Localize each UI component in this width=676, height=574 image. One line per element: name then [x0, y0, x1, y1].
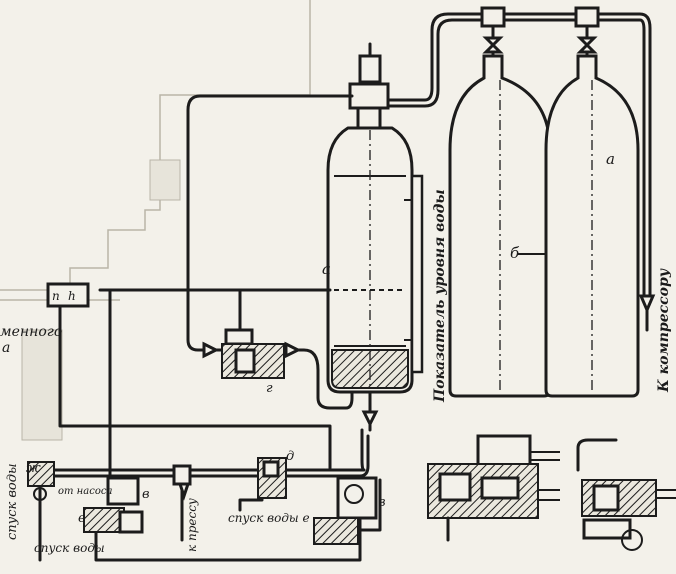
- valve-zh: [27, 461, 55, 501]
- detail-drawing-right: [576, 438, 676, 551]
- vessel-top-fitting: [348, 82, 390, 110]
- label-to-compressor: К компрессору: [656, 268, 672, 393]
- valve-v-right: [313, 476, 378, 545]
- label-e: е: [78, 511, 86, 526]
- detail-drawing-left: [427, 434, 560, 542]
- label-left-fragment-2: а: [2, 340, 10, 356]
- label-from-pump: от насоса: [58, 486, 112, 497]
- compressor-check-valve: [638, 294, 656, 314]
- label-a-vessel: а: [322, 260, 331, 278]
- valve-v-left: [83, 476, 144, 534]
- label-level-indicator: Показатель уровня воды: [432, 189, 448, 403]
- label-left-fragment-1: менного: [0, 324, 62, 340]
- gas-cylinder-left: [448, 54, 552, 398]
- vessel-top-valve: [358, 54, 382, 84]
- water-level-indicator: [404, 174, 424, 374]
- label-d: д: [286, 449, 294, 464]
- top-gas-piping: [376, 6, 656, 332]
- valve-symbol: [482, 36, 504, 54]
- accumulator-vessel: [326, 42, 414, 432]
- label-zh: ж: [26, 461, 41, 476]
- labels: а б а г д в в е ж п h менного а от насос…: [0, 150, 672, 555]
- vessel-water-region: [331, 349, 409, 389]
- valve-symbol: [576, 36, 598, 54]
- label-v-left: в: [142, 487, 150, 502]
- cylinder-a-top-valve: [574, 6, 600, 28]
- label-a-cylinder: а: [606, 150, 615, 168]
- valve-d: [257, 457, 287, 499]
- tee-fitting: [172, 464, 192, 501]
- label-water-drain-left: спуск воды: [5, 463, 20, 540]
- label-h: h: [68, 289, 76, 303]
- label-b-cylinder: б: [510, 244, 520, 262]
- gas-cylinder-right: [544, 54, 640, 398]
- left-edge-fitting: [46, 282, 90, 308]
- vessel-bottom-check-valve: [361, 410, 379, 428]
- left-pipe-loop: [98, 94, 354, 410]
- label-g: г: [266, 381, 273, 396]
- label-v-right: в: [378, 495, 386, 510]
- label-water-drain-bottom: спуск воды: [34, 541, 105, 555]
- label-water-drain-e: спуск воды е: [228, 511, 310, 525]
- label-p: п: [52, 289, 60, 303]
- cylinder-b-top-valve: [480, 6, 506, 28]
- label-to-press: к прессу: [185, 498, 199, 552]
- valve-unit-g: [202, 328, 302, 379]
